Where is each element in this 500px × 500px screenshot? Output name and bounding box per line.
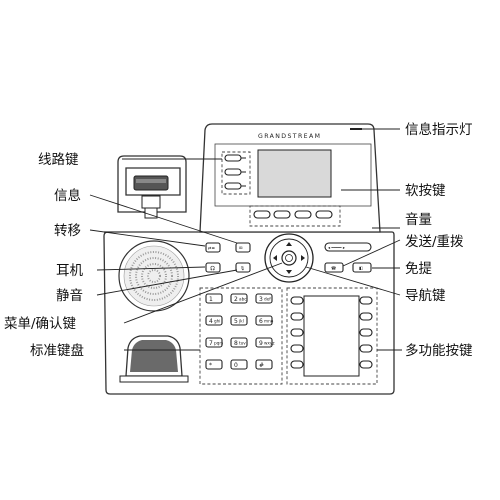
label-speaker: 免提: [405, 261, 432, 277]
multifunction-key[interactable]: [290, 296, 304, 305]
multifunction-key[interactable]: [290, 360, 304, 369]
multifunction-key[interactable]: [290, 328, 304, 337]
keypad-key-label: 4: [209, 318, 213, 325]
keypad-key[interactable]: [230, 337, 248, 348]
label-mute: 静音: [56, 287, 83, 304]
keypad-key[interactable]: [230, 315, 248, 326]
svg-text:🎧: 🎧: [210, 266, 215, 271]
multifunction-key[interactable]: [359, 312, 373, 321]
svg-text:🎙: 🎙: [240, 266, 245, 271]
keypad-key-label: 5: [234, 318, 238, 325]
transfer-key: [205, 242, 221, 253]
keypad-key-label: 9: [259, 340, 263, 347]
handset-cradle: [117, 155, 187, 219]
label-send-redial: 发送/重拨: [405, 234, 464, 250]
keypad-key[interactable]: [205, 293, 223, 304]
keypad-key[interactable]: [255, 293, 273, 304]
multifunction-key[interactable]: [290, 312, 304, 321]
keypad-key-label: 8: [234, 340, 238, 347]
label-volume: 音量: [405, 211, 432, 228]
label-menu-ok: 菜单/确认键: [4, 316, 77, 332]
label-keypad: 标准键盘: [30, 342, 84, 359]
label-message: 信息: [54, 187, 81, 204]
keypad-key[interactable]: [255, 359, 273, 370]
keypad-key-label: *: [209, 362, 212, 369]
labels: 信息指示灯 线路键 软按键 信息 音量 转移 发送/重拨 耳机 免提 静音 导航…: [4, 121, 473, 359]
volume-key: [324, 242, 372, 252]
multifunction-key[interactable]: [359, 328, 373, 337]
message-indicator-light: [350, 128, 362, 130]
navigation-cluster[interactable]: [264, 233, 314, 283]
svg-text:◂ ━━━━ ▸: ◂ ━━━━ ▸: [328, 245, 346, 250]
keypad-key-sublabel: mno: [264, 319, 274, 324]
keypad-key[interactable]: [230, 359, 248, 370]
keypad-key-label: #: [259, 362, 264, 369]
keypad-key-sublabel: jkl: [238, 319, 244, 324]
keypad-key[interactable]: [205, 315, 223, 326]
speaker-key: [352, 262, 372, 273]
svg-text:✉: ✉: [239, 246, 243, 251]
keypad-key-label: 1: [209, 296, 213, 303]
keypad-key-label: 3: [259, 296, 263, 303]
label-headset: 耳机: [56, 263, 83, 279]
mute-key: [235, 262, 251, 273]
leader-lines: [89, 128, 402, 351]
keypad-key-sublabel: pqrs: [214, 341, 223, 346]
keypad-key[interactable]: [255, 315, 273, 326]
keypad-key[interactable]: [205, 337, 223, 348]
keypad-key-sublabel: ghi: [214, 319, 220, 324]
keypad-key-sublabel: wxyz: [264, 341, 275, 346]
svg-text:☎: ☎: [331, 266, 336, 271]
label-line-keys: 线路键: [38, 152, 79, 168]
brand-logo: GRANDSTREAM: [258, 133, 321, 140]
menu-ok-key: [281, 250, 297, 266]
function-keys[interactable]: ⇄≡ ✉ 🎧 🎙: [205, 242, 251, 273]
keypad-key-label: 2: [234, 296, 238, 303]
label-message-indicator: 信息指示灯: [405, 121, 473, 138]
line-keys[interactable]: [221, 151, 251, 195]
message-key: [235, 242, 251, 253]
keypad-key-label: 0: [234, 362, 238, 369]
keypad-key[interactable]: [255, 337, 273, 348]
keypad-key[interactable]: [230, 293, 248, 304]
label-multifunction-keys: 多功能按键: [405, 342, 473, 359]
label-soft-keys: 软按键: [405, 183, 446, 199]
label-navigation-keys: 导航键: [405, 288, 446, 304]
keypad-key-sublabel: def: [264, 297, 271, 302]
keypad-key[interactable]: [205, 359, 223, 370]
svg-text:⇄≡: ⇄≡: [208, 246, 216, 251]
keypad-key-label: 6: [259, 318, 263, 325]
multifunction-keys[interactable]: [286, 287, 378, 385]
label-transfer: 转移: [54, 223, 81, 239]
handset: [119, 335, 189, 383]
multifunction-key[interactable]: [359, 344, 373, 353]
multifunction-key[interactable]: [359, 296, 373, 305]
keypad-key-label: 7: [209, 340, 213, 347]
keypad-key-sublabel: tuv: [239, 341, 246, 346]
right-keys[interactable]: ◂ ━━━━ ▸ ☎ ◧: [324, 242, 372, 273]
svg-text:◧: ◧: [359, 266, 363, 271]
multifunction-key[interactable]: [359, 360, 373, 369]
headset-key: [205, 262, 221, 273]
multifunction-key[interactable]: [290, 344, 304, 353]
soft-keys[interactable]: [249, 205, 341, 227]
keypad-key-sublabel: abc: [239, 297, 247, 302]
speaker-grill: [118, 240, 190, 312]
send-key: [324, 262, 344, 273]
